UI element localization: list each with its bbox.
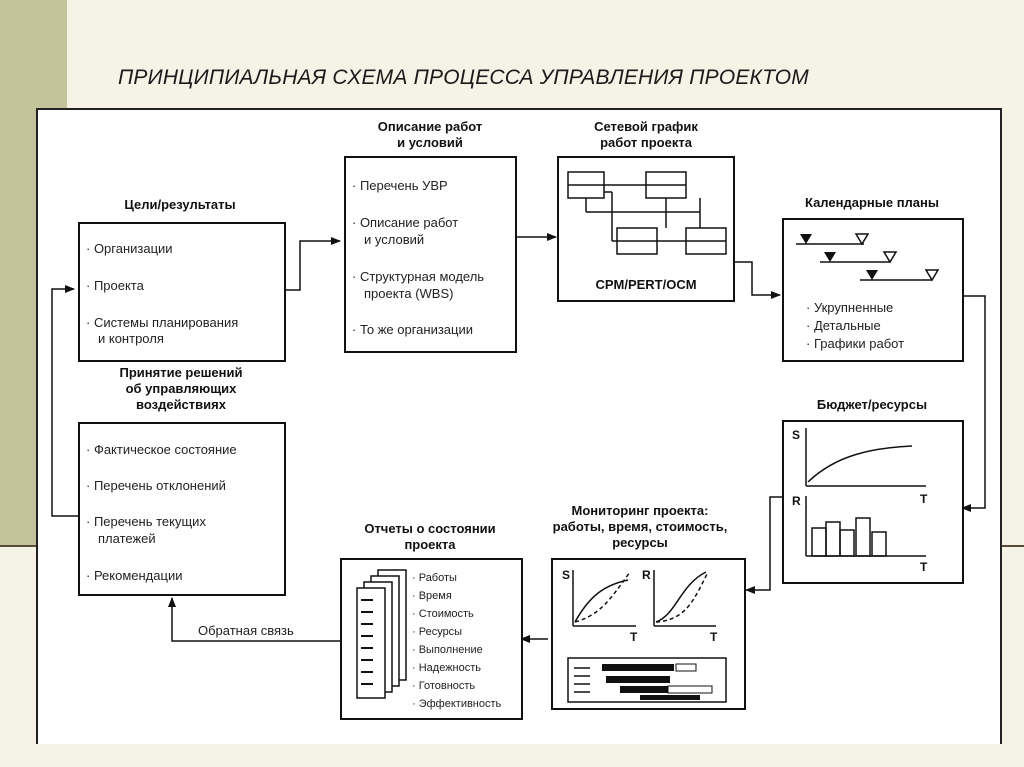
decisions-item: · Рекомендации — [86, 568, 183, 583]
calendar-item: · Графики работ — [806, 336, 905, 351]
arrow-goals-to-works — [284, 237, 341, 291]
works-item: · То же организации — [352, 322, 473, 337]
network-label: работ проекта — [600, 135, 692, 150]
arrow-decisions-to-goals — [51, 285, 78, 517]
budget-axis-s: S — [792, 428, 801, 442]
calendar-item: · Детальные — [806, 318, 881, 333]
page-title: ПРИНЦИПИАЛЬНАЯ СХЕМА ПРОЦЕССА УПРАВЛЕНИЯ… — [118, 66, 809, 89]
reports-item: · Работы — [412, 572, 457, 584]
decisions-label: воздействиях — [136, 397, 226, 412]
works-label: Описание работ — [377, 119, 483, 134]
works-item: · Описание работ — [352, 215, 459, 230]
network-caption: CPM/PERT/OCM — [595, 277, 697, 292]
reports-item: · Эффективность — [412, 698, 502, 710]
arrow-feedback — [168, 597, 340, 642]
decisions-label: об управляющих — [125, 381, 237, 396]
decisions-item: · Перечень отклонений — [86, 478, 226, 493]
goals-item: · Организации — [86, 241, 173, 256]
reports-label: проекта — [404, 537, 456, 552]
budget-label: Бюджет/ресурсы — [816, 397, 928, 412]
network-label: Сетевой график — [594, 119, 698, 134]
decisions-item: · Фактическое состояние — [86, 442, 237, 457]
reports-item: · Готовность — [412, 680, 476, 692]
goals-box — [78, 222, 286, 362]
monitoring-label: Мониторинг проекта: — [571, 503, 709, 518]
budget-axis-r: R — [792, 494, 801, 508]
decisions-box — [78, 422, 286, 596]
works-item: · Структурная модель — [352, 269, 485, 284]
monitoring-axis-s: S — [562, 568, 571, 582]
monitoring-label: работы, время, стоимость, — [552, 519, 728, 534]
decisions-item: · Перечень текущих — [86, 514, 206, 529]
works-item: проекта (WBS) — [364, 286, 454, 301]
monitoring-axis-r: R — [642, 568, 651, 582]
reports-item: · Время — [412, 590, 452, 602]
arrow-calendar-to-budget — [961, 295, 986, 512]
calendar-item: · Укрупненные — [806, 300, 894, 315]
reports-item: · Надежность — [412, 662, 482, 674]
budget-axis-t: T — [920, 560, 928, 574]
goals-label: Цели/результаты — [124, 197, 236, 212]
reports-label: Отчеты о состоянии — [364, 521, 496, 536]
goals-item: и контроля — [98, 331, 164, 346]
feedback-label: Обратная связь — [198, 623, 294, 638]
reports-item: · Выполнение — [412, 644, 483, 656]
works-box — [344, 156, 517, 353]
works-item: · Перечень УВР — [352, 178, 448, 193]
monitoring-label: ресурсы — [612, 535, 668, 550]
works-item: и условий — [364, 232, 425, 247]
calendar-box — [782, 218, 964, 362]
works-label: и условий — [397, 135, 463, 150]
budget-axis-t: T — [920, 492, 928, 506]
monitoring-axis-t: T — [710, 630, 718, 644]
arrow-network-to-calendar — [733, 261, 781, 299]
reports-item: · Стоимость — [412, 608, 474, 620]
decisions-item: платежей — [98, 531, 156, 546]
monitoring-axis-t: T — [630, 630, 638, 644]
goals-item: · Проекта — [86, 278, 144, 293]
calendar-label: Календарные планы — [804, 195, 939, 210]
arrow-budget-to-monitoring — [745, 496, 782, 594]
goals-item: · Системы планирования — [86, 315, 239, 330]
reports-item: · Ресурсы — [412, 626, 463, 638]
decisions-label: Принятие решений — [119, 365, 243, 380]
